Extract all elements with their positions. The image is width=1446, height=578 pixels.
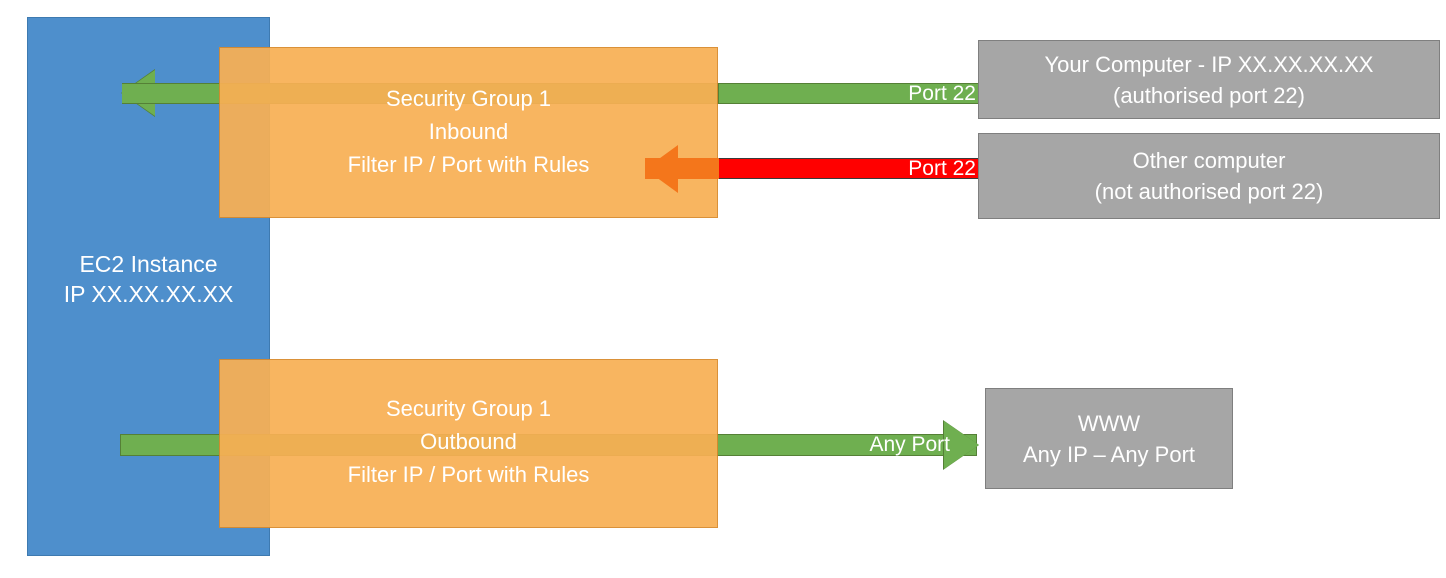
endpoint-www-line1: WWW: [1077, 410, 1141, 436]
ec2-instance-label: EC2 Instance IP XX.XX.XX.XX: [27, 249, 270, 309]
endpoint-other-computer-line2: (not authorised port 22): [1094, 179, 1324, 204]
security-group-outbound-box: [219, 359, 718, 528]
inbound-blocked-port-label: Port 22: [908, 157, 976, 180]
security-group-outbound-line1: Security Group 1: [385, 396, 552, 421]
security-group-outbound-line2: Outbound: [420, 429, 517, 454]
ec2-instance-label-line1: EC2 Instance: [79, 251, 218, 277]
endpoint-your-computer-line2: (authorised port 22): [1113, 82, 1305, 108]
security-group-inbound-line3: Filter IP / Port with Rules: [347, 152, 590, 177]
security-group-inbound-label: Security Group 1 Inbound Filter IP / Por…: [219, 82, 718, 181]
endpoint-www-line2: Any IP – Any Port: [1022, 441, 1196, 467]
endpoint-other-computer-line1: Other computer: [1132, 148, 1286, 173]
endpoint-your-computer-box: Your Computer - IP XX.XX.XX.XX (authoris…: [978, 40, 1440, 119]
inbound-blocked-arrowhead-icon: [645, 145, 678, 193]
security-group-outbound-label: Security Group 1 Outbound Filter IP / Po…: [219, 392, 718, 491]
endpoint-www-box: WWW Any IP – Any Port: [985, 388, 1233, 489]
outbound-allowed-port-label: Any Port: [869, 433, 950, 456]
outbound-allowed-arrowhead-icon: [944, 421, 979, 469]
ec2-instance-label-line2: IP XX.XX.XX.XX: [63, 281, 234, 307]
security-group-outbound-line3: Filter IP / Port with Rules: [347, 462, 590, 487]
endpoint-your-computer-line1: Your Computer - IP XX.XX.XX.XX: [1044, 51, 1374, 77]
security-group-inbound-line2: Inbound: [428, 119, 509, 144]
endpoint-other-computer-box: Other computer (not authorised port 22): [978, 133, 1440, 219]
security-group-inbound-box: [219, 47, 718, 218]
inbound-allowed-port-label: Port 22: [908, 82, 976, 105]
security-group-inbound-line1: Security Group 1: [385, 86, 552, 111]
